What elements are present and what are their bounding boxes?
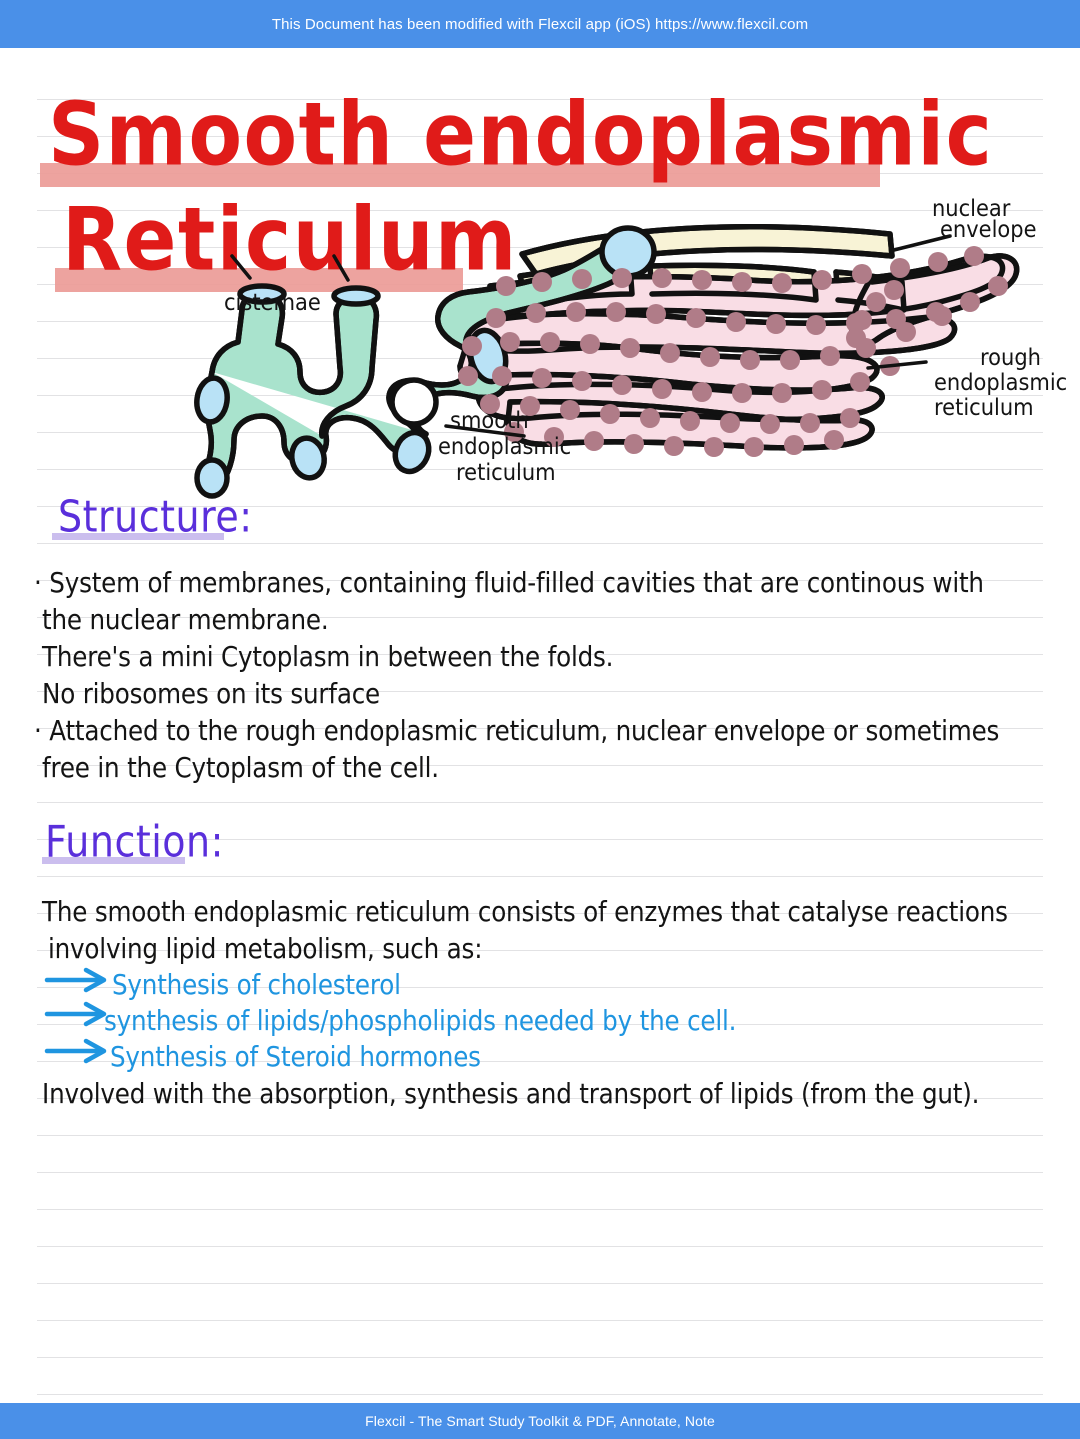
function-heading: Function: xyxy=(45,816,224,867)
ruled-line xyxy=(37,876,1043,877)
structure-line-4: No ribosomes on its surface xyxy=(42,677,381,710)
diagram-label-rough-er-line-1: rough xyxy=(980,343,1041,371)
diagram-label-rough-er-line-3: reticulum xyxy=(934,393,1034,421)
function-line-2: involving lipid metabolism, such as: xyxy=(48,932,483,965)
diagram-label-smooth-er-line-2: endoplasmic xyxy=(438,432,572,460)
arrow-icon-3 xyxy=(44,1038,107,1064)
function-heading-underline xyxy=(42,857,185,864)
flexcil-top-banner: This Document has been modified with Fle… xyxy=(0,0,1080,48)
structure-line-6: free in the Cytoplasm of the cell. xyxy=(42,751,439,784)
flexcil-top-banner-text: This Document has been modified with Fle… xyxy=(271,15,809,33)
ruled-line xyxy=(37,1246,1043,1247)
diagram-label-smooth-er-line-1: smooth xyxy=(450,406,529,434)
page-title-line-1: Smooth endoplasmic xyxy=(48,85,994,186)
structure-heading-underline xyxy=(52,533,224,540)
structure-heading: Structure: xyxy=(58,491,253,542)
function-line-1: The smooth endoplasmic reticulum consist… xyxy=(42,895,1008,928)
diagram-label-nuclear-envelope-line-2: envelope xyxy=(940,215,1037,243)
ruled-line xyxy=(37,543,1043,544)
page-title-line-2: Reticulum xyxy=(62,190,518,291)
flexcil-bottom-banner-text: Flexcil - The Smart Study Toolkit & PDF,… xyxy=(365,1413,715,1429)
arrow-icon-1 xyxy=(44,967,107,993)
function-line-last: Involved with the absorption, synthesis … xyxy=(42,1077,980,1110)
ruled-line xyxy=(37,1135,1043,1136)
arrow-icon-2 xyxy=(44,1001,107,1027)
function-bullet-2: synthesis of lipids/phospholipids needed… xyxy=(104,1004,737,1037)
ruled-line xyxy=(37,1172,1043,1173)
title-highlight-bar-1 xyxy=(40,163,880,187)
ruled-line xyxy=(37,1394,1043,1395)
diagram-label-nuclear-envelope-line-1: nuclear xyxy=(932,194,1011,222)
ruled-line xyxy=(37,802,1043,803)
diagram-label-smooth-er-line-3: reticulum xyxy=(456,458,556,486)
ruled-line xyxy=(37,1320,1043,1321)
structure-line-1: · System of membranes, containing fluid-… xyxy=(34,566,984,599)
function-bullet-3: Synthesis of Steroid hormones xyxy=(110,1040,481,1073)
diagram-label-cisternae: cisternae xyxy=(224,288,321,316)
flexcil-bottom-banner: Flexcil - The Smart Study Toolkit & PDF,… xyxy=(0,1403,1080,1439)
ruled-line xyxy=(37,1357,1043,1358)
ruled-line xyxy=(37,1283,1043,1284)
structure-line-3: There's a mini Cytoplasm in between the … xyxy=(42,640,614,673)
structure-line-5: · Attached to the rough endoplasmic reti… xyxy=(34,714,1000,747)
structure-line-2: the nuclear membrane. xyxy=(42,603,329,636)
diagram-label-rough-er-line-2: endoplasmic xyxy=(934,368,1068,396)
function-bullet-1: Synthesis of cholesterol xyxy=(112,968,401,1001)
endoplasmic-reticulum-diagram: cisternae nuclear envelope smooth endopl… xyxy=(150,190,1080,500)
ruled-line xyxy=(37,1209,1043,1210)
